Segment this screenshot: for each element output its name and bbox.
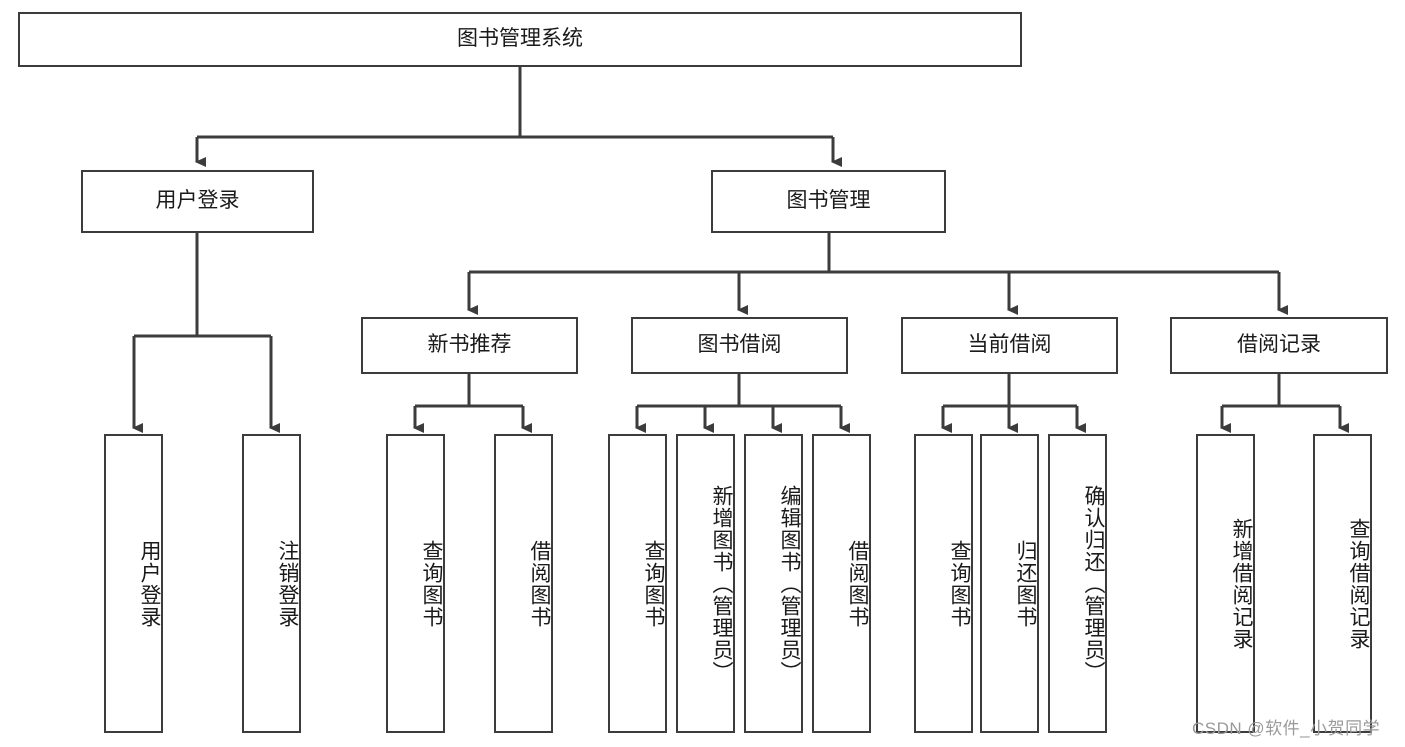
leaf-user-login[interactable]: 用户登录: [104, 434, 163, 733]
node-label: 图书借阅: [697, 333, 782, 357]
node-label: 归还图书: [1014, 539, 1037, 628]
node-label: 查询图书: [420, 539, 443, 628]
node-label: 查询图书: [642, 539, 665, 628]
leaf-query-book-borrow[interactable]: 查询图书: [608, 434, 667, 733]
leaf-borrow-book-recommend[interactable]: 借阅图书: [494, 434, 553, 733]
leaf-confirm-return-admin[interactable]: 确认归还（管理员）: [1048, 434, 1107, 733]
leaf-add-book-admin[interactable]: 新增图书（管理员）: [676, 434, 735, 733]
node-book-borrow[interactable]: 图书借阅: [631, 317, 848, 374]
leaf-edit-book-admin[interactable]: 编辑图书（管理员）: [744, 434, 803, 733]
leaf-query-borrow-record[interactable]: 查询借阅记录: [1313, 434, 1372, 733]
node-label: 确认归还（管理员）: [1082, 484, 1105, 683]
node-root-system[interactable]: 图书管理系统: [18, 12, 1022, 67]
leaf-query-book-current[interactable]: 查询图书: [914, 434, 973, 733]
node-new-book-recommend[interactable]: 新书推荐: [361, 317, 578, 374]
node-label: 图书管理系统: [457, 27, 583, 51]
node-label: 查询借阅记录: [1347, 517, 1370, 650]
node-label: 借阅图书: [846, 539, 869, 628]
node-user-login[interactable]: 用户登录: [81, 170, 314, 233]
leaf-query-book-recommend[interactable]: 查询图书: [386, 434, 445, 733]
node-label: 编辑图书（管理员）: [778, 484, 801, 683]
node-label: 查询图书: [948, 539, 971, 628]
node-label: 图书管理: [786, 189, 871, 213]
node-label: 用户登录: [138, 539, 161, 628]
node-label: 新增图书（管理员）: [710, 484, 733, 683]
node-book-management[interactable]: 图书管理: [711, 170, 946, 233]
leaf-return-book[interactable]: 归还图书: [980, 434, 1039, 733]
node-label: 当前借阅: [967, 333, 1052, 357]
leaf-add-borrow-record[interactable]: 新增借阅记录: [1196, 434, 1255, 733]
leaf-borrow-book[interactable]: 借阅图书: [812, 434, 871, 733]
watermark-text: CSDN @软件_小贺同学: [1192, 719, 1381, 738]
node-label: 新增借阅记录: [1230, 517, 1253, 650]
node-label: 借阅记录: [1237, 333, 1321, 357]
node-borrow-record[interactable]: 借阅记录: [1170, 317, 1388, 374]
node-label: 借阅图书: [528, 539, 551, 628]
node-label: 用户登录: [155, 189, 240, 213]
leaf-user-logout[interactable]: 注销登录: [242, 434, 301, 733]
node-label: 新书推荐: [427, 333, 512, 357]
node-current-borrow[interactable]: 当前借阅: [901, 317, 1118, 374]
node-label: 注销登录: [276, 539, 299, 628]
